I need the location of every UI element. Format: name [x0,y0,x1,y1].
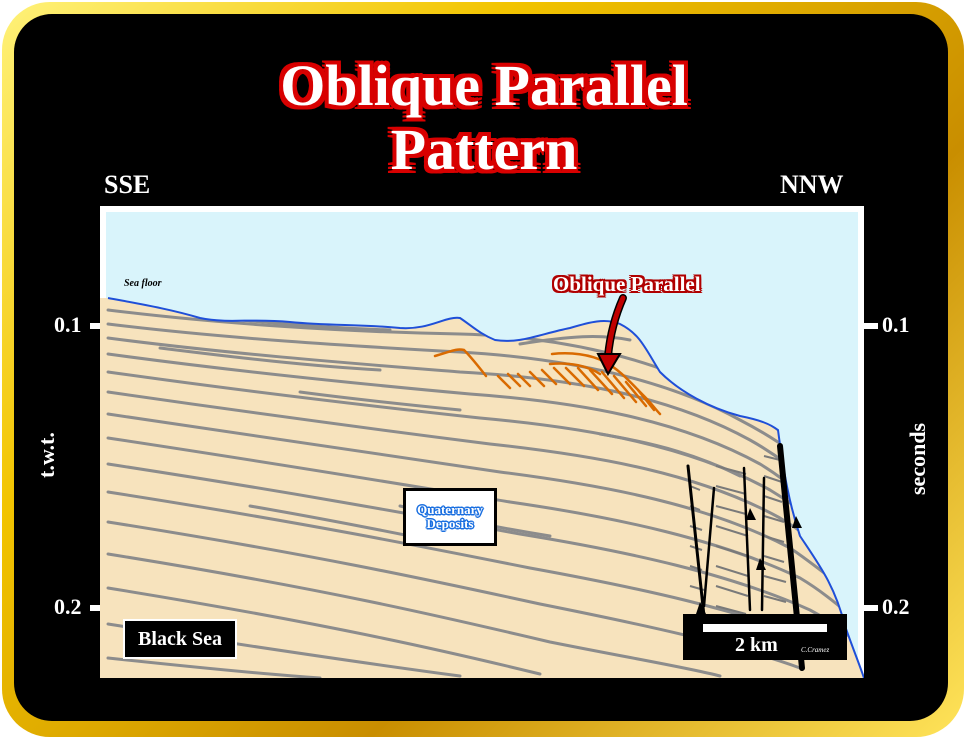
tick-right-0.2: 0.2 [882,594,910,619]
sea-floor-label: Sea floor [124,278,162,289]
deposits-label-line2: Deposits [426,516,474,531]
direction-left: SSE [104,170,151,199]
fault-arrows [696,508,802,614]
scale-bar [703,624,827,632]
fault-block-reflectors [689,455,787,615]
pointer-arrow [605,295,626,359]
credit-label: C.Cramez [801,646,830,654]
scale-label: 2 km [735,634,778,656]
tick-mark-left-0.2 [90,605,104,611]
tick-mark-right-0.2 [864,605,878,611]
tick-left-0.2: 0.2 [54,594,82,619]
oblique-parallel-label: Oblique Parallel [553,272,701,296]
seafloor-line [107,297,864,678]
axis-label-left: t.w.t. [34,432,59,478]
scale-bar-box: 2 km C.Cramez [683,614,847,660]
oblique-parallel-reflectors [433,348,662,416]
tick-right-0.1: 0.1 [882,312,910,337]
axis-label-right: seconds [905,422,930,495]
tick-left-0.1: 0.1 [54,312,82,337]
location-label: Black Sea [123,619,237,659]
tick-mark-right-0.1 [864,323,878,329]
deposits-label-line1: Quaternary [417,502,483,517]
quaternary-deposits-box: Quaternary Deposits [403,488,497,546]
pointer-arrow-head [596,353,622,377]
seismic-section [100,206,864,678]
tick-mark-left-0.1 [90,323,104,329]
title-line-1: Oblique Parallel [280,53,688,118]
direction-right: NNW [780,170,844,199]
title-line-2: Pattern [390,117,578,182]
